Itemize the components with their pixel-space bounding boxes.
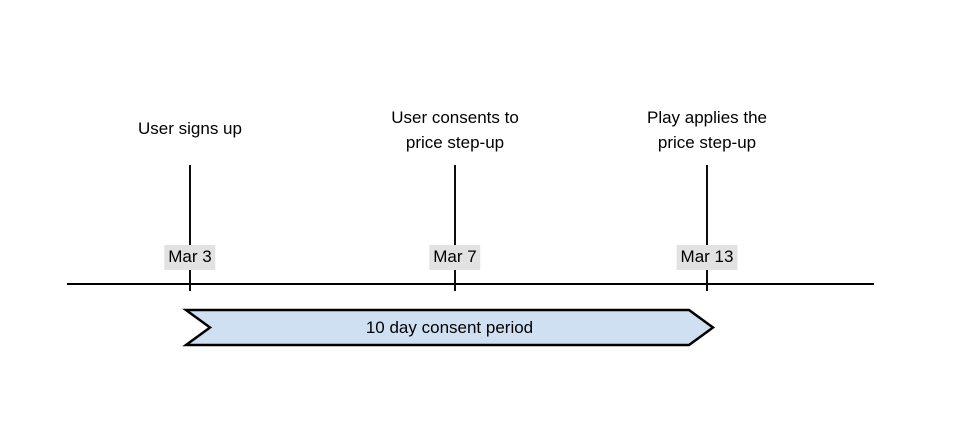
event-caption-signup: User signs up [138,119,242,138]
consent-period-polygon [182,308,716,347]
event-caption-apply: Play applies the price step-up [646,108,768,152]
event-tick-apply [706,165,708,291]
event-date-signup: Mar 3 [164,245,216,270]
event-date-apply: Mar 13 [676,245,738,270]
consent-period-banner: 10 day consent period [182,308,716,347]
event-caption-consent: User consents to price step-up [391,108,519,152]
consent-period-arrow-shape [182,308,716,347]
timeline-axis [67,283,874,285]
event-tick-consent [454,165,456,291]
event-tick-signup [189,165,191,291]
event-date-consent: Mar 7 [429,245,481,270]
